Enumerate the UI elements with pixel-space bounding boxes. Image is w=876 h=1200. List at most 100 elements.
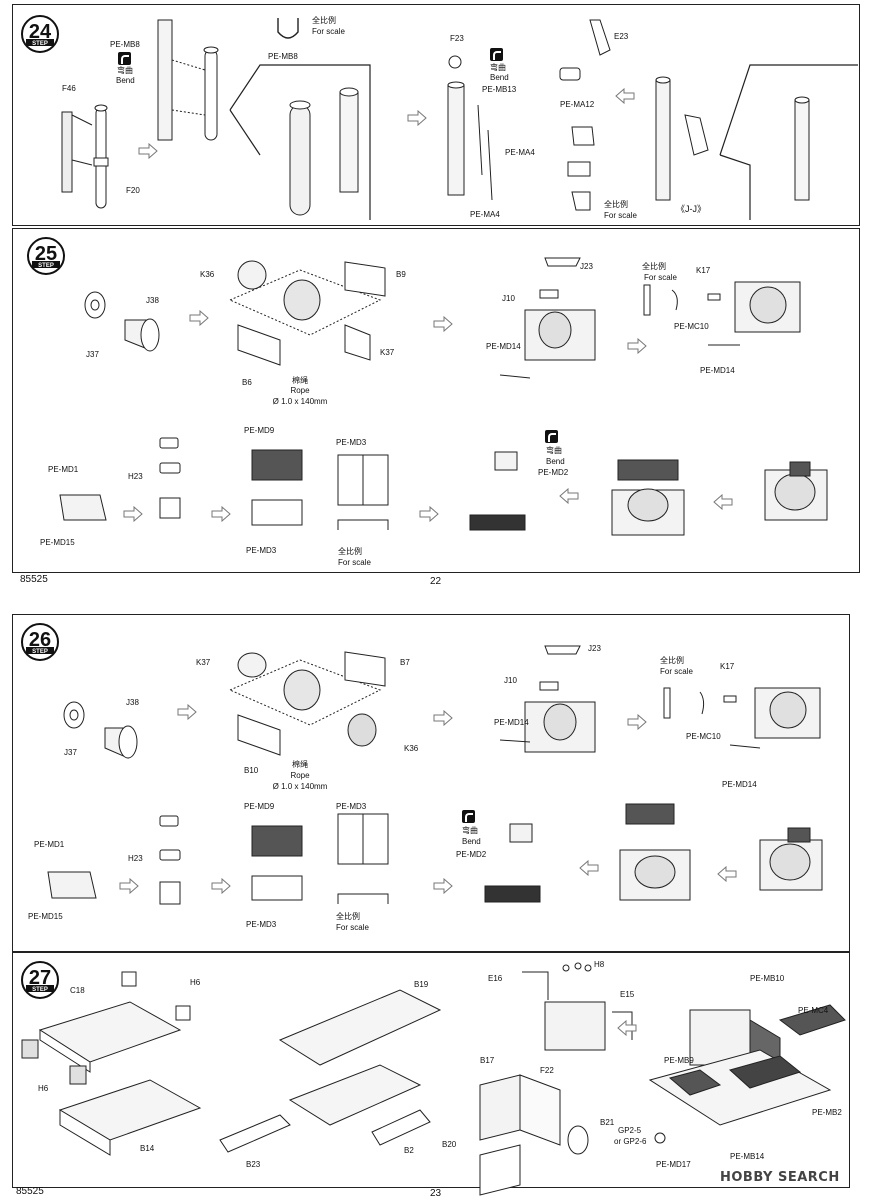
part-label: J37 xyxy=(86,350,99,359)
part-label: K36 xyxy=(200,270,215,279)
part-label: PE-MB14 xyxy=(730,1152,765,1161)
arrow-icon xyxy=(579,860,599,876)
step-26-panel xyxy=(12,614,850,952)
part-label: B23 xyxy=(246,1160,261,1169)
part-label: F23 xyxy=(450,34,464,43)
step-25-badge: 25 STEP xyxy=(26,236,66,276)
part-label: PE-MB10 xyxy=(750,974,785,983)
part-label: PE-MD3 xyxy=(246,546,277,555)
arrow-icon xyxy=(177,704,197,720)
svg-text:24: 24 xyxy=(29,21,52,43)
rope-size-label: Ø 1.0 x 140mm xyxy=(272,397,328,406)
part-label: PE-MD3 xyxy=(336,802,367,811)
part-label: PE-MA4 xyxy=(505,148,535,157)
scale-label-en: For scale xyxy=(660,667,693,676)
step-24-badge: 24 STEP xyxy=(20,14,60,54)
scale-label-cn: 全比例 xyxy=(604,200,628,209)
step-27-drawings xyxy=(21,962,846,1196)
arrow-icon xyxy=(617,1020,637,1036)
bend-icon xyxy=(545,430,558,443)
part-label: F46 xyxy=(62,84,76,93)
arrow-icon xyxy=(433,878,453,894)
part-label: PE-MD1 xyxy=(48,465,79,474)
scale-label-en: For scale xyxy=(336,923,369,932)
part-label: PE-MA12 xyxy=(560,100,595,109)
arrow-icon xyxy=(627,714,647,730)
arrow-icon xyxy=(559,488,579,504)
rope-size-label: Ø 1.0 x 140mm xyxy=(272,782,328,791)
part-label: PE-MB2 xyxy=(812,1108,842,1117)
scale-label-en: For scale xyxy=(338,558,371,567)
scale-label-cn: 全比例 xyxy=(642,262,666,271)
part-label: B21 xyxy=(600,1118,615,1127)
part-label: PE-MB9 xyxy=(664,1056,694,1065)
bend-label-en: Bend xyxy=(116,76,135,85)
arrow-icon xyxy=(419,506,439,522)
part-label: PE-MD2 xyxy=(456,850,487,859)
part-label: J37 xyxy=(64,748,77,757)
part-label: B17 xyxy=(480,1056,495,1065)
watermark: HOBBY SEARCH xyxy=(720,1170,840,1185)
part-label: J23 xyxy=(580,262,593,271)
bend-icon xyxy=(118,52,131,65)
part-label: E15 xyxy=(620,990,635,999)
part-label: B20 xyxy=(442,1140,457,1149)
kit-number: 85525 xyxy=(16,1186,44,1197)
part-label: J38 xyxy=(126,698,139,707)
part-label: E16 xyxy=(488,974,503,983)
bend-label-en: Bend xyxy=(462,837,481,846)
bend-label-cn: 弯曲 xyxy=(546,446,562,455)
step-24-drawings xyxy=(61,18,810,216)
rope-label-en: Rope xyxy=(290,386,310,395)
svg-text:STEP: STEP xyxy=(38,263,54,269)
rope-label-cn: 棉绳 xyxy=(292,376,308,385)
part-label: PE-MB13 xyxy=(482,85,517,94)
bend-label-cn: 弯曲 xyxy=(490,63,506,72)
scale-label-cn: 全比例 xyxy=(336,912,360,921)
page-number: 23 xyxy=(430,1188,442,1199)
arrow-icon xyxy=(627,338,647,354)
step-27-badge: 27 STEP xyxy=(20,960,60,1000)
part-label: or GP2-6 xyxy=(614,1137,647,1146)
part-label: PE-MD9 xyxy=(244,426,275,435)
step-24-panel xyxy=(12,4,860,226)
part-label: PE-MD14 xyxy=(700,366,735,375)
part-label: H6 xyxy=(190,978,201,987)
part-label: PE-MD1 xyxy=(34,840,65,849)
part-label: K17 xyxy=(720,662,735,671)
step-24-zoom-callout xyxy=(229,64,858,220)
arrow-icon xyxy=(211,506,231,522)
part-label: E23 xyxy=(614,32,629,41)
svg-text:STEP: STEP xyxy=(32,41,48,47)
svg-text:STEP: STEP xyxy=(32,987,48,993)
kit-number: 85525 xyxy=(20,574,48,585)
instruction-page-22: 24 STEP xyxy=(0,0,876,590)
bend-label-cn: 弯曲 xyxy=(117,66,133,75)
arrow-icon xyxy=(713,494,733,510)
arrow-icon xyxy=(407,110,427,126)
part-label: PE-MC10 xyxy=(674,322,709,331)
part-label: PE-MC10 xyxy=(686,732,721,741)
arrow-icon xyxy=(615,88,635,104)
part-label: B6 xyxy=(242,378,252,387)
arrow-icon xyxy=(123,506,143,522)
scale-label-cn: 全比例 xyxy=(312,16,336,25)
part-label: PE-MD14 xyxy=(722,780,757,789)
part-label: J10 xyxy=(502,294,515,303)
instruction-page-23: 26 STEP xyxy=(0,610,876,1200)
arrow-icon xyxy=(717,866,737,882)
arrow-icon xyxy=(138,143,158,159)
part-label: H23 xyxy=(128,854,143,863)
arrow-icon xyxy=(433,316,453,332)
part-label: J38 xyxy=(146,296,159,305)
step-25-drawings xyxy=(59,257,828,536)
part-label: B2 xyxy=(404,1146,414,1155)
part-label: B19 xyxy=(414,980,429,989)
scale-label-cn: 全比例 xyxy=(338,547,362,556)
part-label: PE-MC4 xyxy=(798,1006,829,1015)
arrow-icon xyxy=(433,710,453,726)
arrow-icon xyxy=(211,878,231,894)
step-26-drawings xyxy=(47,645,823,905)
part-label: K37 xyxy=(380,348,395,357)
part-label: K17 xyxy=(696,266,711,275)
